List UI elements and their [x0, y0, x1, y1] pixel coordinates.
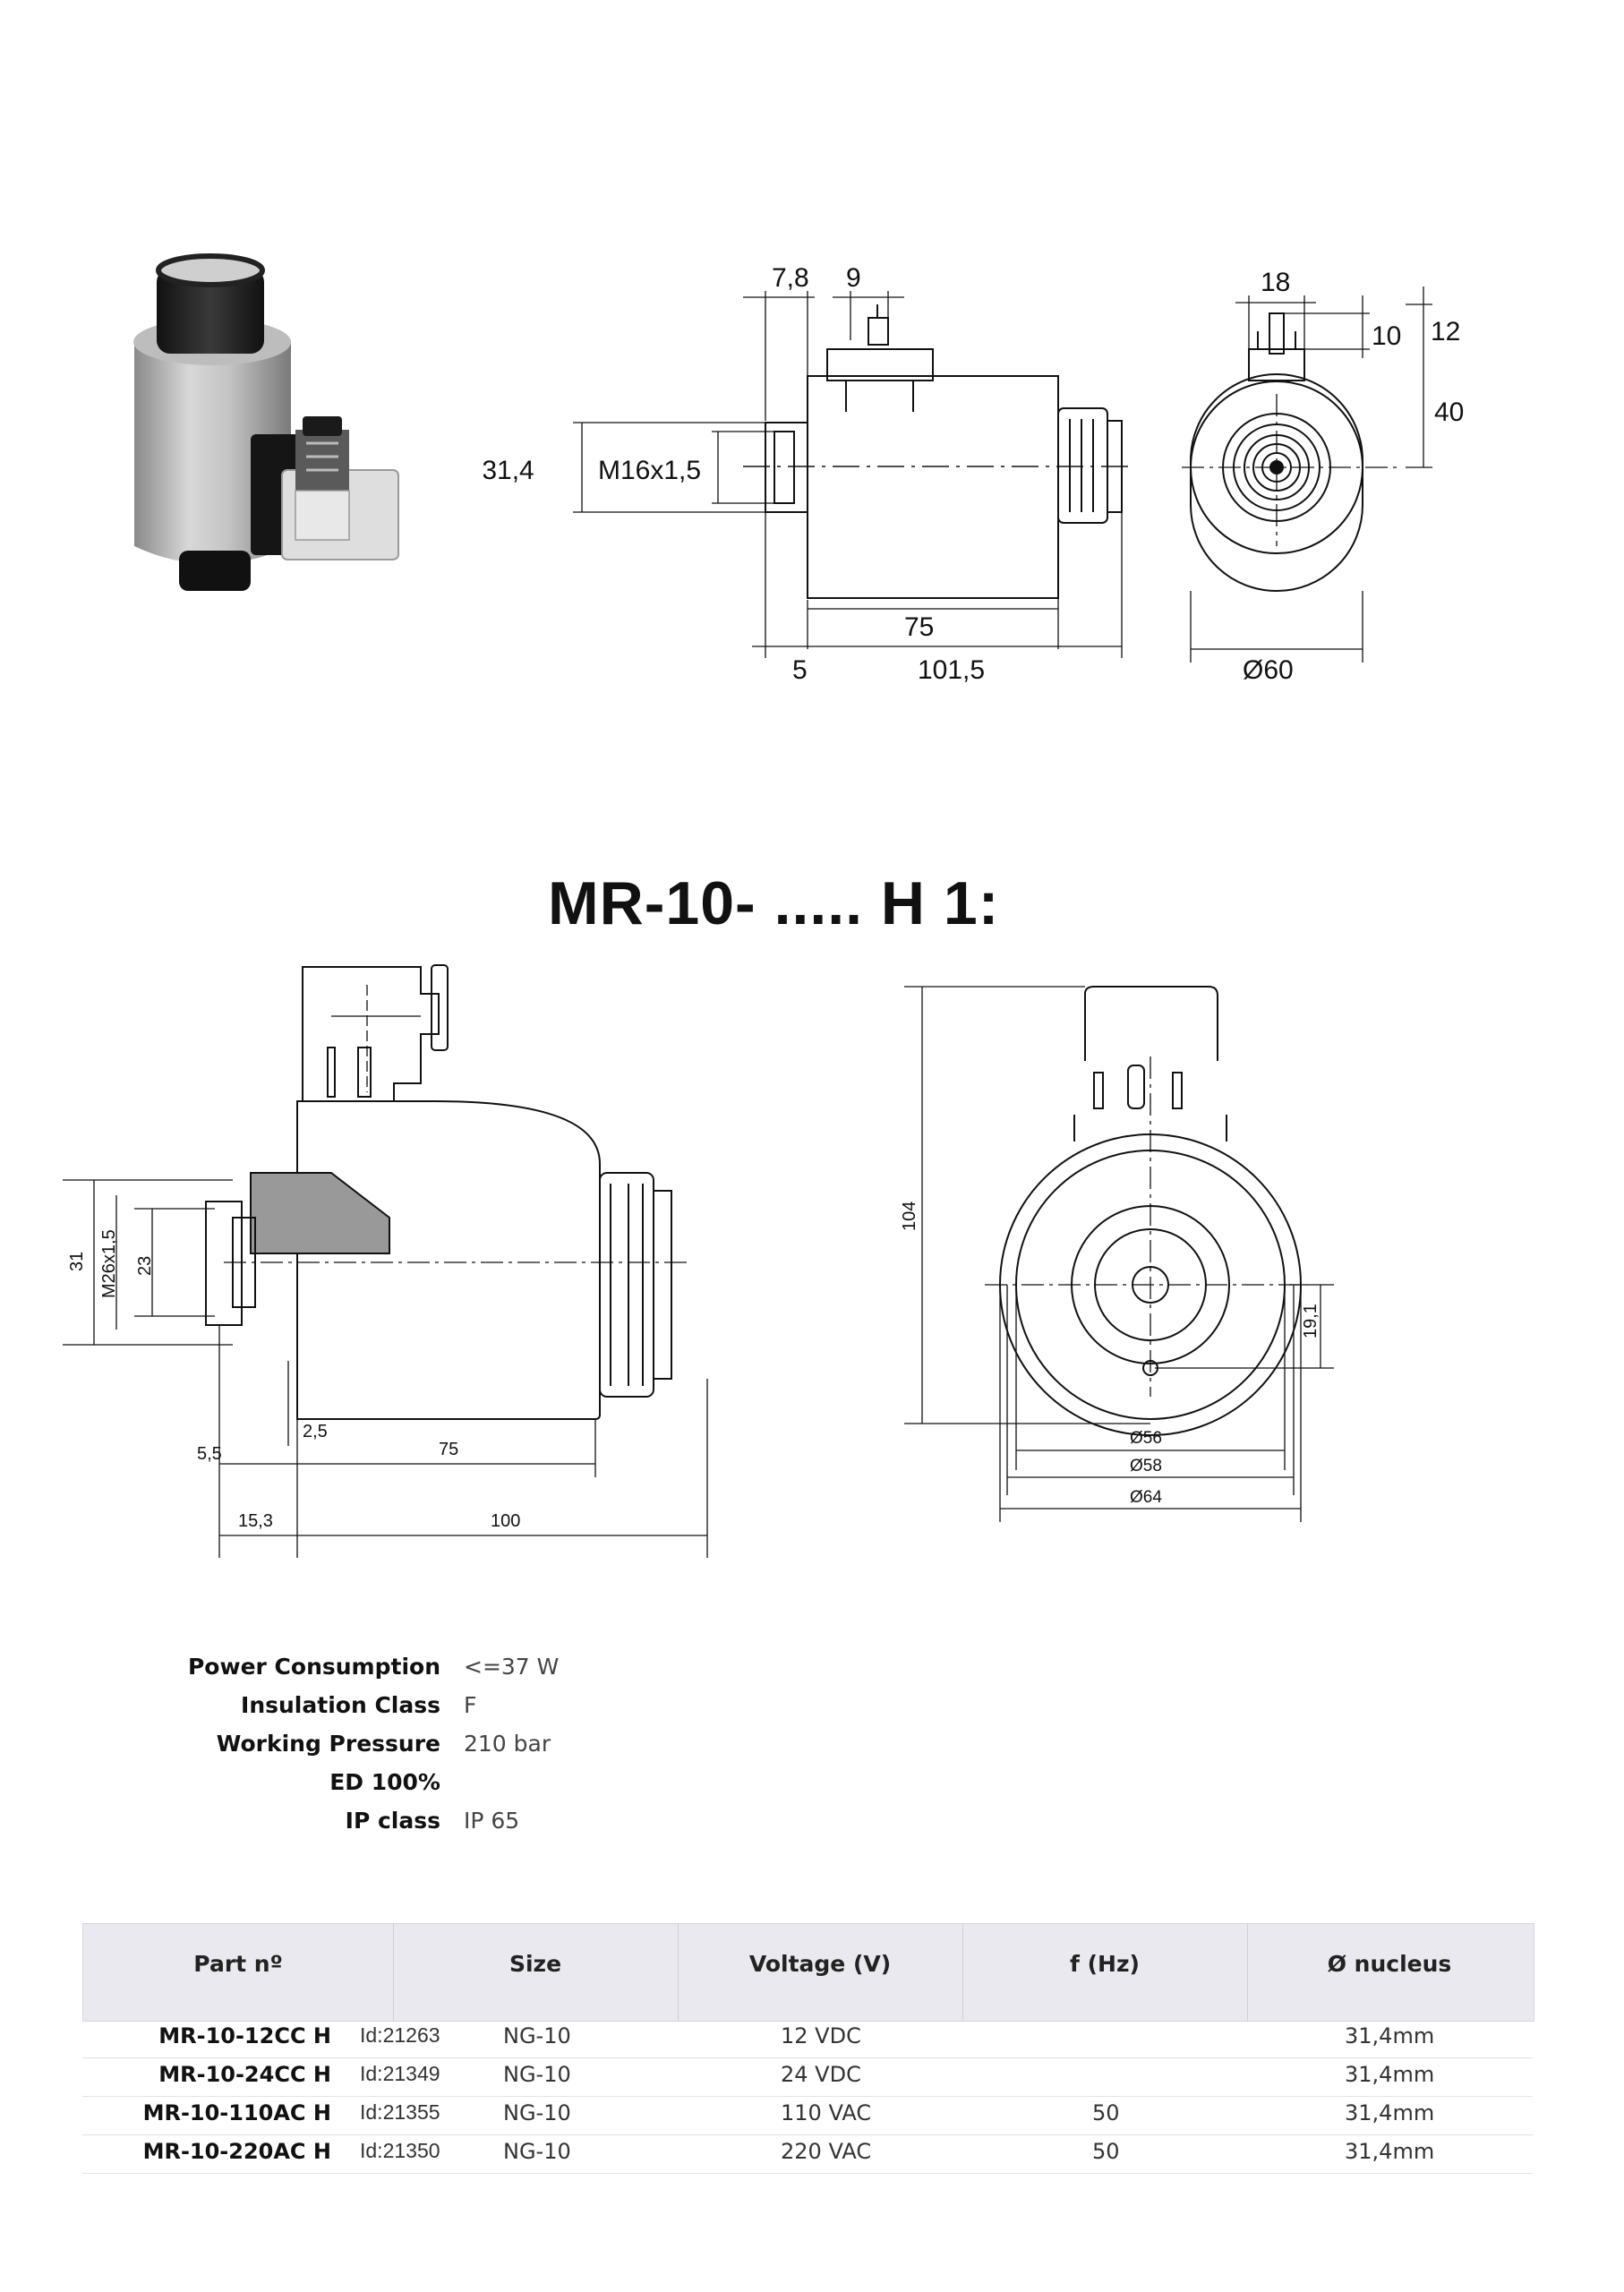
spec-label: Working Pressure: [216, 1731, 440, 1757]
dim-5: 5: [792, 655, 808, 685]
model-title: MR-10- ..... H 1:: [548, 869, 1000, 937]
spec-label: Power Consumption: [187, 1654, 440, 1680]
column-header-size: Size: [509, 1951, 562, 1977]
size: NG-10: [503, 2023, 571, 2048]
column-header-voltage: Voltage (V): [748, 1951, 892, 1977]
spec-label: Insulation Class: [241, 1692, 440, 1718]
spec-ed: ED 100%: [125, 1763, 752, 1801]
drawing-2-front-view: 104 19,1 Ø56 Ø58 Ø64: [900, 986, 1334, 1522]
nucleus: 31,4mm: [1345, 2100, 1435, 2125]
voltage: 220 VAC: [781, 2139, 872, 2164]
spec-pressure: Working Pressure 210 bar: [125, 1724, 752, 1763]
dim-9: 9: [846, 263, 861, 293]
dim-31: 31: [67, 1252, 87, 1271]
size: NG-10: [503, 2062, 571, 2087]
dim-15-3: 15,3: [238, 1511, 273, 1531]
dim-diameter-31-4: Ø31,4: [483, 456, 534, 485]
dim-23: 23: [135, 1256, 155, 1276]
nucleus: 31,4mm: [1345, 2023, 1435, 2048]
nucleus: 31,4mm: [1345, 2062, 1435, 2087]
parts-table: Part nº Size Voltage (V) f (Hz) Ø nucleu…: [82, 1923, 1534, 2176]
dim-5-5: 5,5: [197, 1444, 222, 1464]
spec-value: F: [464, 1692, 477, 1718]
dim-19-1: 19,1: [1301, 1304, 1321, 1338]
frequency: 50: [1092, 2139, 1120, 2164]
dim-7-8: 7,8: [772, 263, 809, 293]
part-number: MR-10-24CC H: [158, 2062, 331, 2087]
table-row: MR-10-220AC H Id:21350 NG-10 220 VAC 50 …: [82, 2135, 1533, 2174]
dim-40: 40: [1434, 398, 1464, 427]
specifications: Power Consumption <=37 W Insulation Clas…: [125, 1647, 752, 1840]
table-row: MR-10-12CC H Id:21263 NG-10 12 VDC 31,4m…: [82, 2020, 1533, 2058]
drawing-2-side-view: 31 M26x1,5 23 2,5 5,5 75 15,3 100: [63, 964, 708, 1558]
spec-insulation: Insulation Class F: [125, 1686, 752, 1724]
dim-104: 104: [900, 1202, 919, 1231]
nucleus: 31,4mm: [1345, 2139, 1435, 2164]
spec-label: IP class: [345, 1808, 440, 1834]
part-number: MR-10-110AC H: [142, 2100, 331, 2125]
part-id: Id:21349: [360, 2062, 440, 2085]
table-row: MR-10-110AC H Id:21355 NG-10 110 VAC 50 …: [82, 2097, 1533, 2135]
dim-75-b: 75: [439, 1440, 458, 1459]
column-header-frequency: f (Hz): [1070, 1951, 1140, 1977]
product-photo: [133, 253, 399, 591]
spec-power: Power Consumption <=37 W: [125, 1647, 752, 1686]
size: NG-10: [503, 2139, 571, 2164]
table-row: MR-10-24CC H Id:21349 NG-10 24 VDC 31,4m…: [82, 2058, 1533, 2097]
column-header-part: Part nº: [193, 1951, 283, 1977]
spec-value: IP 65: [464, 1808, 520, 1834]
drawing-1-front-view: 18 10 12 40 Ø60: [1182, 268, 1464, 685]
spec-value: <=37 W: [464, 1654, 560, 1680]
dim-m16: M16x1,5: [598, 456, 701, 485]
part-number: MR-10-12CC H: [158, 2023, 331, 2048]
part-id: Id:21263: [360, 2023, 440, 2047]
voltage: 12 VDC: [781, 2023, 861, 2048]
part-id: Id:21355: [360, 2100, 440, 2124]
dim-diameter-64: Ø64: [1130, 1488, 1162, 1507]
size: NG-10: [503, 2100, 571, 2125]
dim-diameter-60: Ø60: [1243, 655, 1294, 685]
voltage: 110 VAC: [781, 2100, 872, 2125]
dim-2-5: 2,5: [303, 1422, 328, 1441]
dim-75: 75: [904, 612, 934, 642]
dim-101-5: 101,5: [918, 655, 985, 685]
column-header-nucleus: Ø nucleus: [1327, 1951, 1452, 1977]
dim-18: 18: [1261, 268, 1290, 297]
dim-m26: M26x1,5: [99, 1229, 119, 1298]
voltage: 24 VDC: [781, 2062, 861, 2087]
frequency: 50: [1092, 2100, 1120, 2125]
spec-ip: IP class IP 65: [125, 1801, 752, 1840]
part-number: MR-10-220AC H: [142, 2139, 331, 2164]
table-header: Part nº Size Voltage (V) f (Hz) Ø nucleu…: [82, 1923, 1534, 2022]
spec-label: ED 100%: [329, 1769, 440, 1795]
spec-value: 210 bar: [464, 1731, 551, 1757]
dim-100: 100: [491, 1511, 520, 1531]
drawing-1-side-view: 7,8 9 Ø31,4 M16x1,5 75 5 101,5: [483, 263, 1128, 685]
dim-12: 12: [1431, 317, 1460, 346]
dim-diameter-56: Ø56: [1130, 1429, 1162, 1448]
part-id: Id:21350: [360, 2139, 440, 2162]
dim-10: 10: [1372, 321, 1401, 351]
dim-diameter-58: Ø58: [1130, 1457, 1162, 1475]
